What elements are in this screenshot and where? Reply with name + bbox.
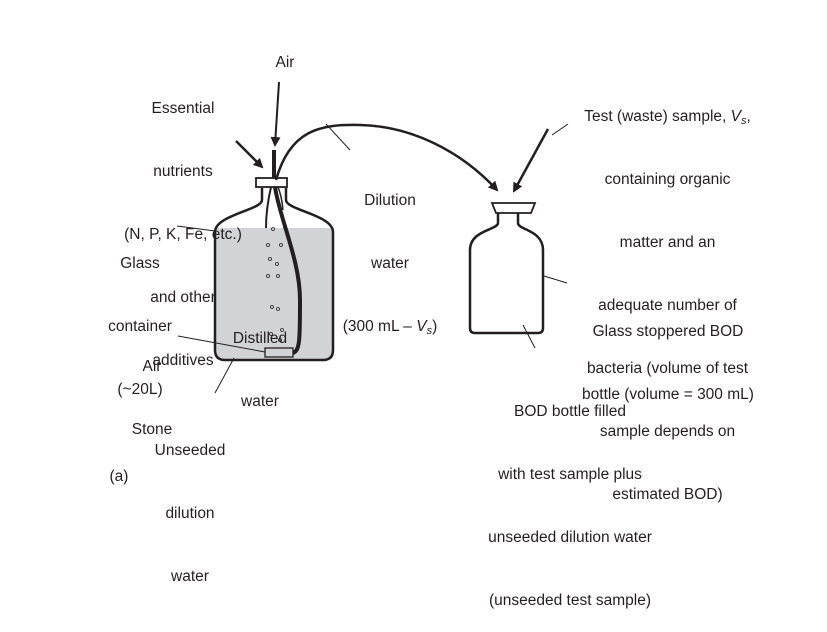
nutrients-arrow xyxy=(235,140,264,169)
test-sample-suffix: , xyxy=(746,108,751,125)
air-arrow xyxy=(270,81,281,147)
air-label: Air xyxy=(275,54,295,71)
leader-dilution-water xyxy=(325,123,351,151)
jug-stopper xyxy=(255,177,288,188)
dilution-water-label: Dilution water (300 mL – Vs) xyxy=(330,148,450,358)
leader-glass-container xyxy=(176,225,216,232)
test-sample-label: Test (waste) sample, Vs, containing orga… xyxy=(555,64,780,526)
test-sample-label-line: adequate number of xyxy=(598,297,737,314)
dilution-formula-var: V xyxy=(416,318,427,335)
test-sample-label-line: sample depends on xyxy=(599,423,736,440)
distilled-water-fill xyxy=(215,228,333,360)
nutrient-tube xyxy=(265,186,272,229)
dilution-formula-suffix: ) xyxy=(432,318,438,335)
nutrients-label-line: (N, P, K, Fe, etc.) xyxy=(124,226,242,243)
air-stone-label-line: Air xyxy=(142,358,162,375)
bod-bottle-stopper xyxy=(490,202,537,214)
nutrients-label-line: nutrients xyxy=(153,163,213,180)
glass-container-label-line: Glass xyxy=(120,255,160,272)
dilution-water-label-line: water xyxy=(371,255,409,272)
dilution-formula: (300 mL – Vs) xyxy=(330,316,450,337)
unseeded-label-line: dilution xyxy=(165,505,215,522)
tube-neck-line xyxy=(277,186,284,211)
leader-lines xyxy=(176,123,569,394)
nutrients-label-line: Essential xyxy=(151,100,215,117)
glass-container-label-line: container xyxy=(108,318,172,335)
bod-filled-label-line: (unseeded test sample) xyxy=(489,592,651,609)
test-sample-label-line: containing organic xyxy=(604,171,731,188)
distilled-water-label-line: water xyxy=(241,393,279,410)
dilution-water-transfer-line xyxy=(274,123,499,192)
jug-outline xyxy=(213,188,335,362)
nutrients-label-line: and other xyxy=(150,289,216,306)
test-sample-label-line: estimated BOD) xyxy=(612,486,723,503)
nutrients-label-line: additives xyxy=(152,352,214,369)
unseeded-dilution-water-label: Unseeded dilution water xyxy=(140,398,240,608)
nutrients-label: Essential nutrients (N, P, K, Fe, etc.) … xyxy=(108,56,258,392)
dilution-formula-prefix: (300 mL – xyxy=(342,318,417,335)
dilution-water-label-line: Dilution xyxy=(364,192,416,209)
distilled-water-label: Distilled water xyxy=(220,286,300,433)
air-stone-label: Air Stone xyxy=(122,314,182,461)
air-supply-tube xyxy=(273,186,303,355)
leader-bod-filled xyxy=(522,324,536,349)
glass-container xyxy=(213,188,335,362)
dilution-formula-sub: s xyxy=(426,325,433,337)
test-sample-prefix: Test (waste) sample, xyxy=(584,108,731,125)
test-sample-sub: s xyxy=(740,115,747,127)
unseeded-label-line: Unseeded xyxy=(154,442,226,459)
bod-filled-label-line: BOD bottle filled xyxy=(514,403,626,420)
bod-bottle-label-line: Glass stoppered BOD xyxy=(592,323,744,340)
air-bubbles xyxy=(266,225,287,342)
test-sample-label-line: bacteria (volume of test xyxy=(586,360,749,377)
bod-setup-diagram xyxy=(176,81,569,394)
unseeded-label-line: water xyxy=(171,568,209,585)
air-stone xyxy=(264,347,294,358)
bod-bottle-label: Glass stoppered BOD bottle (volume = 300… xyxy=(568,279,768,426)
leader-air-stone xyxy=(177,335,266,353)
test-sample-line1: Test (waste) sample, Vs, xyxy=(555,106,780,127)
leader-test-sample xyxy=(551,123,569,136)
bod-filled-label-line: unseeded dilution water xyxy=(488,529,652,546)
test-sample-label-line: matter and an xyxy=(619,234,716,251)
distilled-water-label-line: Distilled xyxy=(232,330,288,347)
air-stone-label-line: Stone xyxy=(131,421,173,438)
leader-bod-bottle xyxy=(543,275,568,284)
bod-bottle-label-line: bottle (volume = 300 mL) xyxy=(582,386,754,403)
bod-filled-label: BOD bottle filled with test sample plus … xyxy=(470,359,670,632)
bod-filled-label-line: with test sample plus xyxy=(498,466,642,483)
test-sample-arrow xyxy=(512,128,550,193)
test-sample-var: V xyxy=(730,108,741,125)
glass-container-label-line: (~20L) xyxy=(117,381,163,398)
glass-container-label: Glass container (~20L) xyxy=(98,211,182,421)
bod-bottle xyxy=(468,213,545,335)
leader-unseeded-water xyxy=(214,357,235,394)
panel-label: (a) xyxy=(109,468,129,485)
